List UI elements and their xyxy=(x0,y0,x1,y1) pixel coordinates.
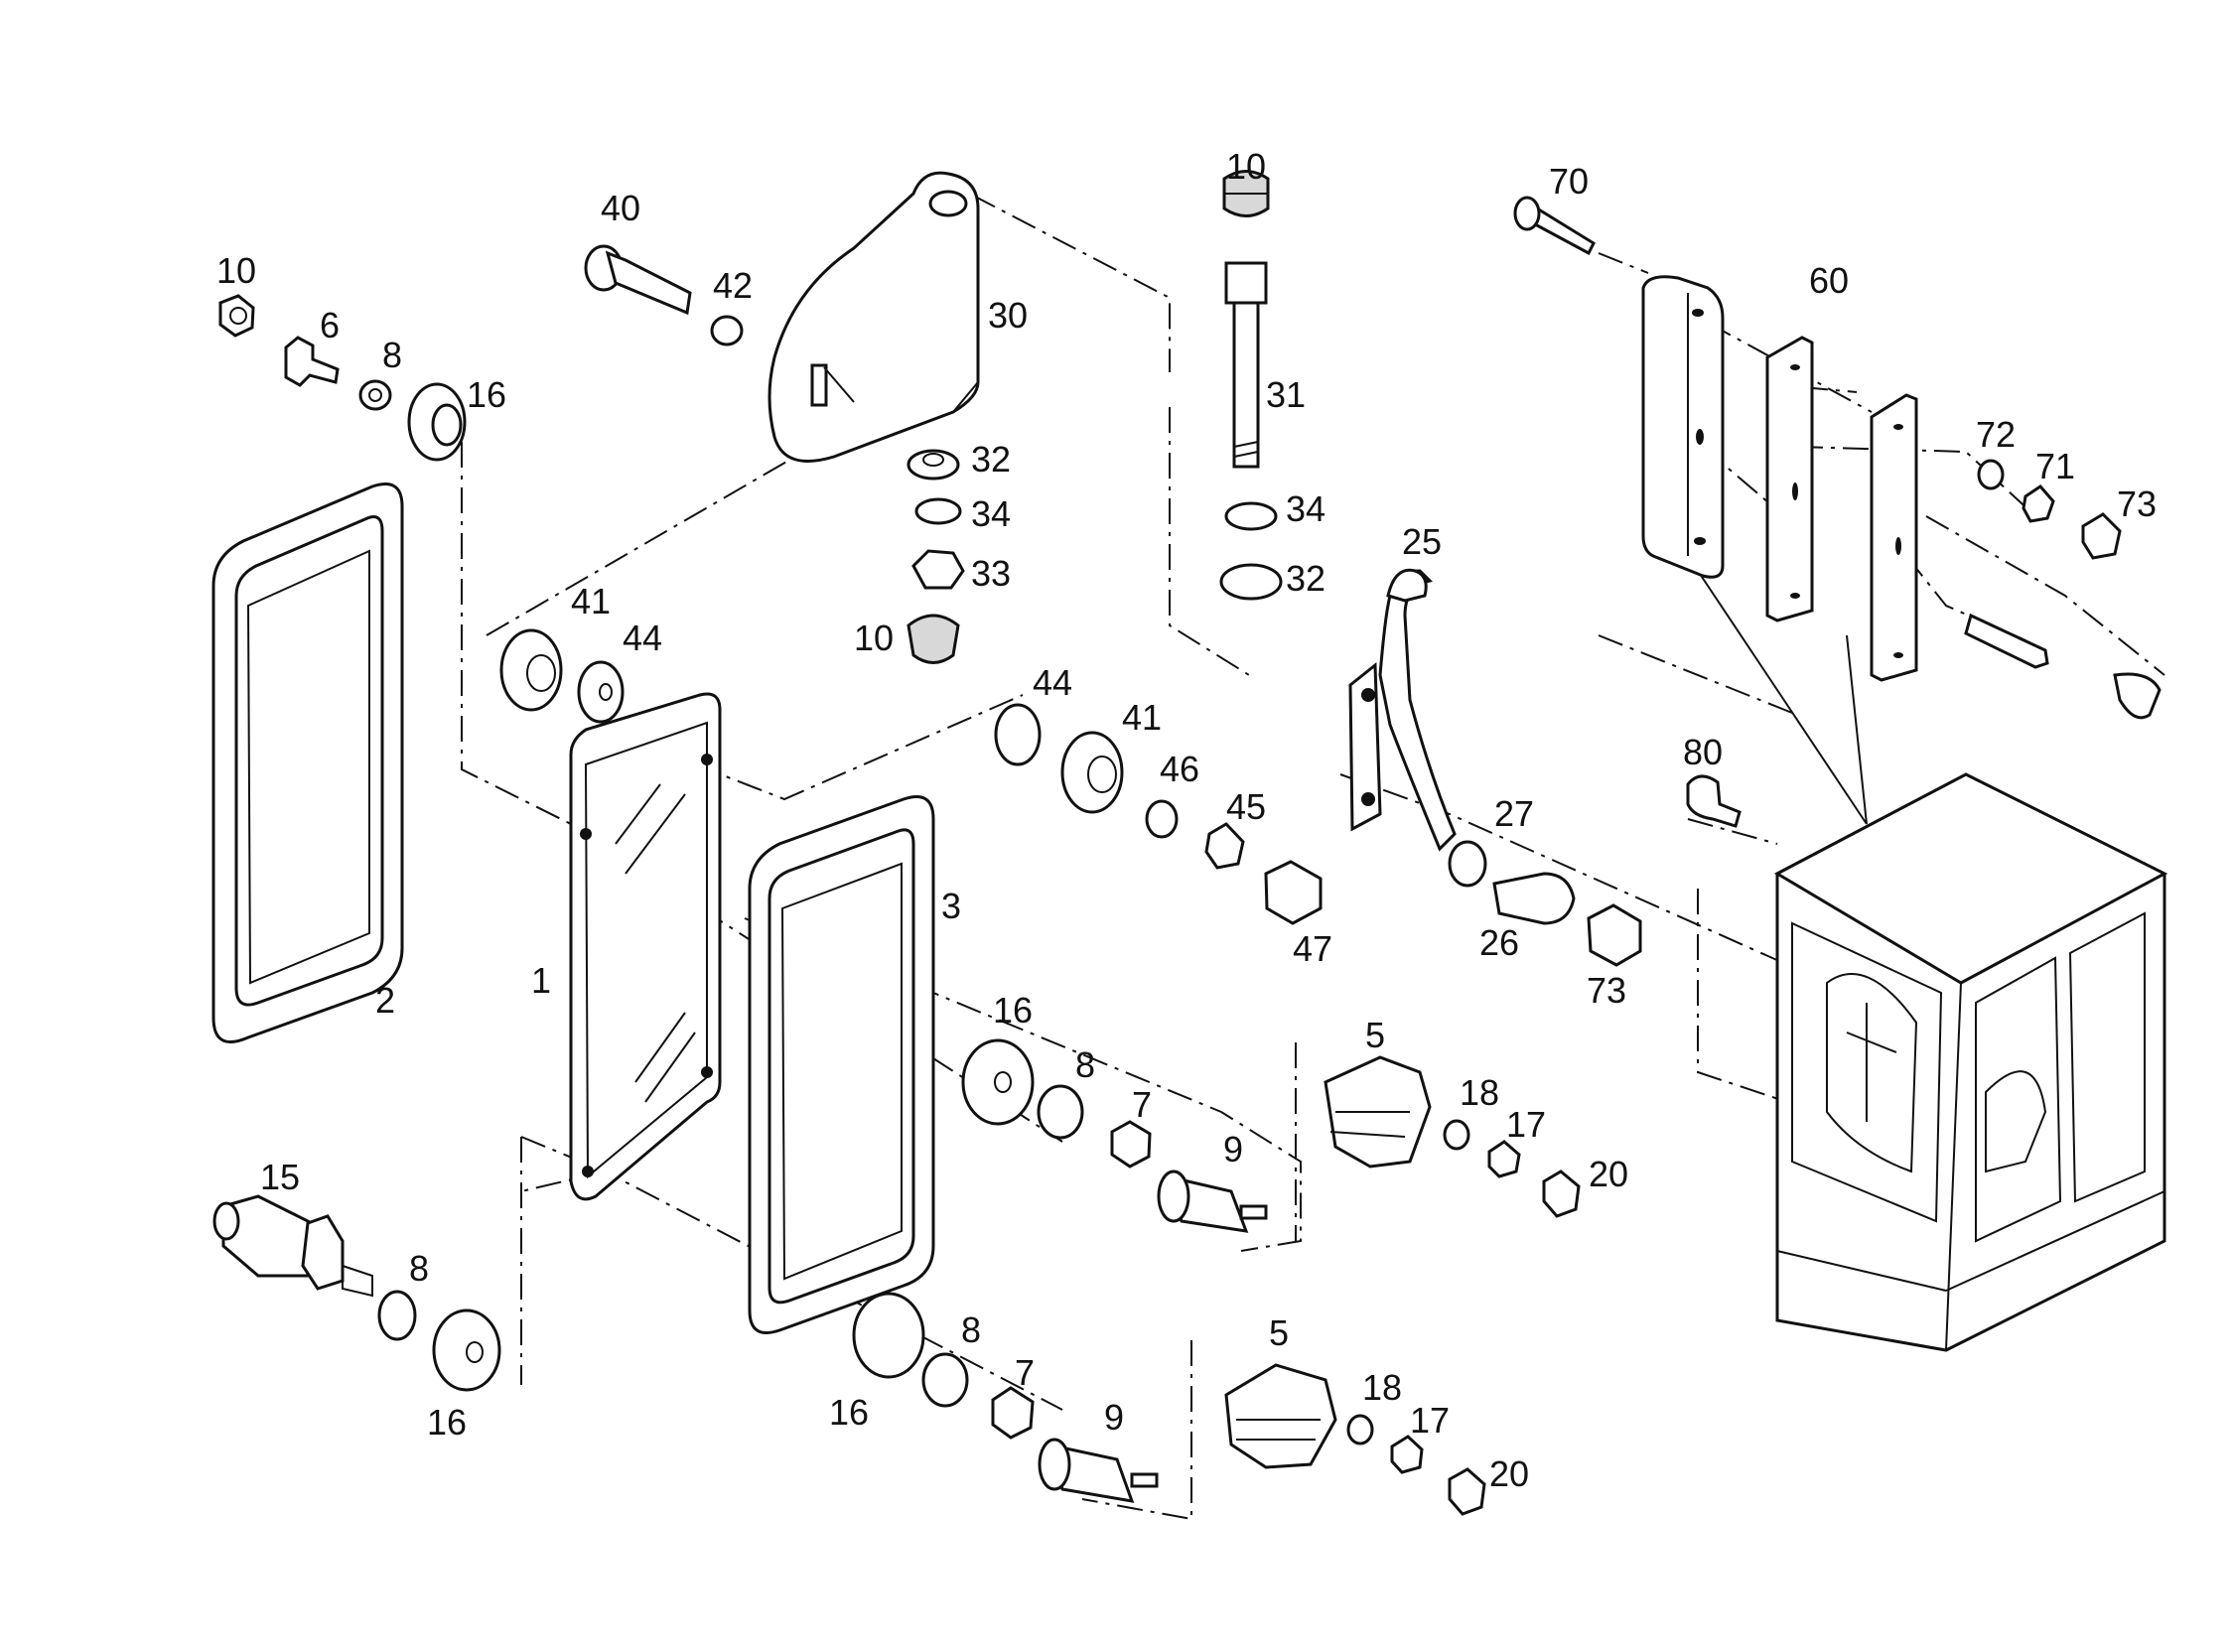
latch-handle-25 xyxy=(1348,568,1457,852)
label-70: 70 xyxy=(1549,161,1589,202)
label-26: 26 xyxy=(1479,922,1519,963)
label-10a: 10 xyxy=(216,250,256,291)
label-71: 71 xyxy=(2035,446,2075,486)
label-30: 30 xyxy=(988,295,1028,336)
rubber-frame-right xyxy=(748,795,935,1334)
label-2: 2 xyxy=(375,980,395,1021)
label-7a: 7 xyxy=(1132,1084,1152,1125)
label-7b: 7 xyxy=(1015,1352,1035,1393)
label-41a: 41 xyxy=(571,581,611,621)
label-27: 27 xyxy=(1494,793,1534,834)
label-25: 25 xyxy=(1402,521,1442,562)
label-8d: 8 xyxy=(961,1309,981,1350)
label-46: 46 xyxy=(1160,749,1199,789)
label-18b: 18 xyxy=(1362,1367,1402,1408)
fasteners xyxy=(212,244,2122,1516)
label-72: 72 xyxy=(1976,414,2016,455)
part-labels: 10 6 8 16 40 42 30 10 31 34 32 32 34 33 … xyxy=(216,146,2157,1494)
label-16b: 16 xyxy=(993,990,1033,1031)
label-16a: 16 xyxy=(467,374,506,415)
label-1: 1 xyxy=(531,960,551,1001)
label-9b: 9 xyxy=(1104,1397,1124,1438)
label-73a: 73 xyxy=(2117,483,2157,524)
label-8c: 8 xyxy=(409,1248,429,1289)
label-45: 45 xyxy=(1226,786,1266,827)
label-31: 31 xyxy=(1266,374,1306,415)
label-17a: 17 xyxy=(1506,1104,1546,1145)
clamp-plates xyxy=(1641,275,1918,682)
label-16d: 16 xyxy=(829,1392,869,1433)
label-32a: 32 xyxy=(1286,558,1325,599)
label-20a: 20 xyxy=(1589,1154,1628,1194)
rubber-frame-left xyxy=(211,482,404,1043)
label-18a: 18 xyxy=(1460,1072,1499,1113)
label-60: 60 xyxy=(1809,260,1849,301)
label-6: 6 xyxy=(320,305,340,345)
label-44b: 44 xyxy=(1033,662,1072,703)
label-34b: 34 xyxy=(971,493,1011,534)
label-80: 80 xyxy=(1683,732,1723,772)
label-32b: 32 xyxy=(971,439,1011,480)
label-10c: 10 xyxy=(854,618,894,658)
label-5a: 5 xyxy=(1365,1015,1385,1055)
label-42: 42 xyxy=(713,265,753,306)
hinge-bracket xyxy=(767,171,980,463)
label-17b: 17 xyxy=(1410,1400,1450,1441)
label-5b: 5 xyxy=(1269,1312,1289,1353)
label-34a: 34 xyxy=(1286,488,1325,529)
label-20b: 20 xyxy=(1489,1453,1529,1494)
label-40: 40 xyxy=(601,188,640,228)
label-8b: 8 xyxy=(1075,1044,1095,1085)
label-47: 47 xyxy=(1293,928,1332,969)
label-8a: 8 xyxy=(382,335,402,375)
label-73b: 73 xyxy=(1587,970,1626,1011)
long-bolt-31 xyxy=(1222,170,1270,469)
label-44a: 44 xyxy=(623,618,662,658)
label-15: 15 xyxy=(260,1157,300,1197)
glass-pane xyxy=(569,692,722,1201)
label-3: 3 xyxy=(941,886,961,926)
label-33: 33 xyxy=(971,553,1011,594)
label-9a: 9 xyxy=(1223,1129,1243,1170)
label-41b: 41 xyxy=(1122,697,1162,738)
label-16c: 16 xyxy=(427,1402,467,1443)
bolt-70-assembly xyxy=(1513,196,2162,720)
operator-cab xyxy=(1773,772,2168,1352)
label-10b: 10 xyxy=(1226,146,1266,187)
